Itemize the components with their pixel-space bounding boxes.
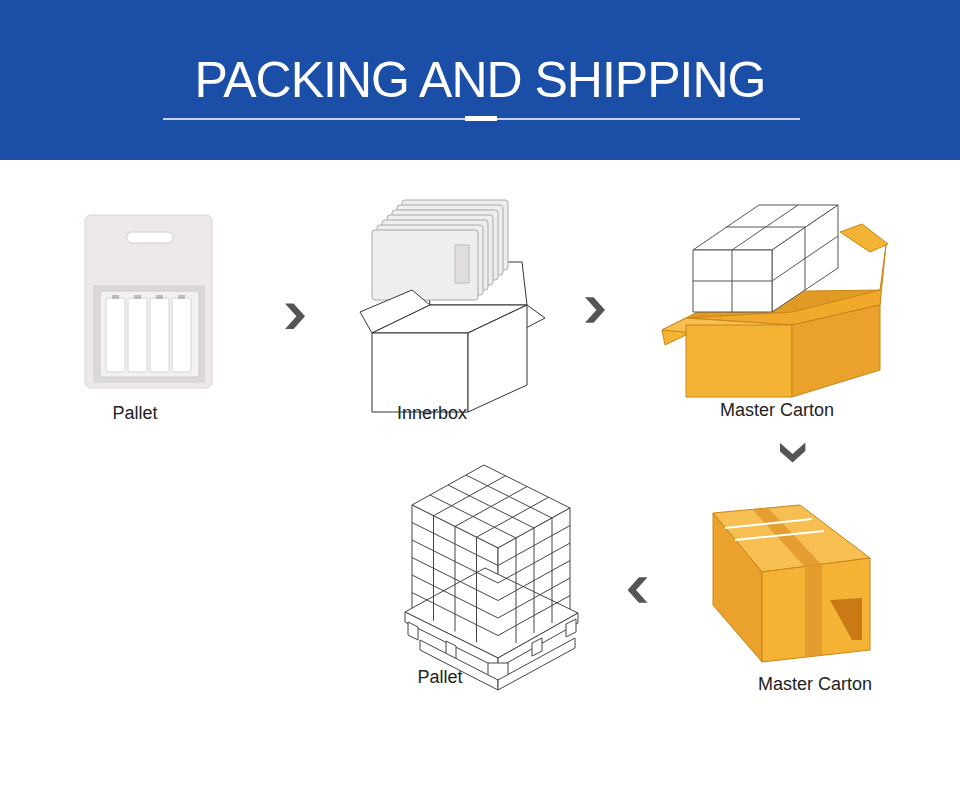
- stage-caption: Pallet: [112, 403, 157, 424]
- flow-chevron: [575, 590, 700, 591]
- carton-grid-line: [412, 523, 498, 566]
- packing-stage: Master Carton: [655, 195, 895, 425]
- carton-grid-line: [412, 558, 498, 601]
- carton-grid-line: [498, 561, 570, 601]
- stage-caption: Innerbox: [397, 403, 467, 424]
- packing-stage: Pallet: [395, 462, 575, 700]
- title-underline: [163, 116, 800, 121]
- flow-chevron: [240, 316, 350, 317]
- stage-caption: Master Carton: [720, 400, 834, 421]
- open-master-carton: [662, 205, 888, 397]
- blister-card: [85, 215, 212, 388]
- carton-grid-line: [477, 497, 549, 537]
- carton-grid-line: [412, 540, 498, 583]
- packing-stage: Innerbox: [350, 195, 535, 428]
- packing-stage: Pallet: [80, 205, 240, 430]
- stage-caption: Master Carton: [758, 674, 872, 695]
- page-title: PACKING AND SHIPPING: [0, 50, 960, 110]
- pallet-load: [405, 465, 578, 690]
- carton-grid-line: [412, 593, 498, 636]
- carton-grid-line: [498, 596, 570, 636]
- carton-grid-line: [498, 526, 570, 566]
- inner-box: [360, 200, 545, 412]
- carton-grid-line: [498, 578, 570, 618]
- packing-stage: Master Carton: [700, 480, 885, 700]
- closed-master-carton: [713, 505, 870, 662]
- flow-chevron: [792, 425, 793, 480]
- carton-grid-line: [466, 475, 552, 518]
- stage-caption: Pallet: [417, 667, 462, 688]
- carton-grid-line: [498, 543, 570, 583]
- carton-grid-line: [412, 575, 498, 618]
- flow-chevron: [535, 310, 655, 311]
- carton-grid-line: [448, 485, 534, 528]
